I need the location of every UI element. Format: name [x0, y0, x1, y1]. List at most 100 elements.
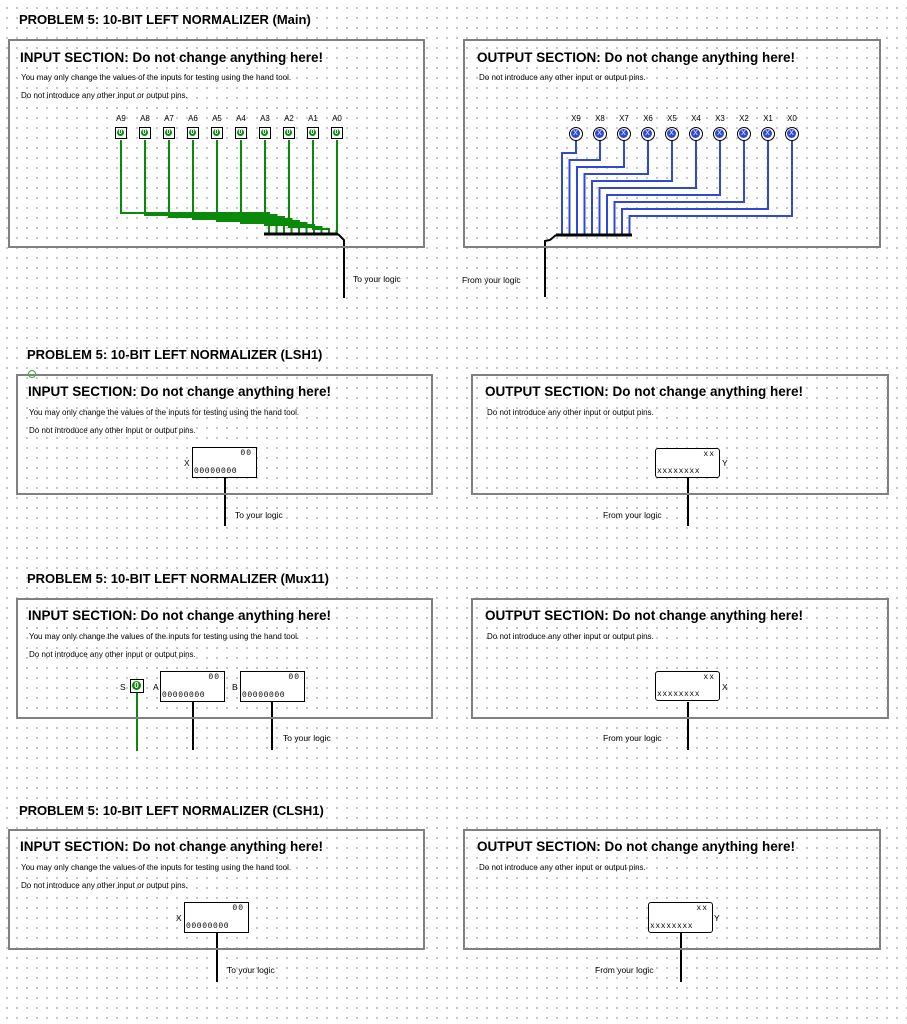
main-input-pin-a9[interactable]: 0 — [115, 127, 127, 139]
lsh1-x-top-bits: 00 — [240, 449, 252, 458]
main-output-pin-value: X — [667, 129, 676, 138]
main-input-pin-label: A9 — [116, 114, 126, 123]
main-output-title: OUTPUT SECTION: Do not change anything h… — [477, 50, 796, 65]
mux11-b-input-pin[interactable]: 00 00000000 — [240, 671, 305, 702]
main-output-pin-x7: X — [617, 127, 631, 141]
main-input-wire — [335, 140, 338, 233]
main-output-pin-value: X — [571, 129, 580, 138]
main-input-pin-value: 0 — [213, 129, 220, 136]
mux11-b-bottom-bits: 00000000 — [242, 691, 286, 700]
main-input-pin-value: 0 — [261, 129, 268, 136]
main-output-pin-value: X — [619, 129, 628, 138]
main-input-panel: INPUT SECTION: Do not change anything he… — [8, 39, 425, 248]
lsh1-y-output-pin: xx xxxxxxxx — [655, 448, 720, 478]
main-output-pin-value: X — [715, 129, 724, 138]
clsh1-y-top-bits: xx — [696, 904, 708, 913]
mux11-input-title: INPUT SECTION: Do not change anything he… — [28, 608, 332, 623]
main-output-pin-x0: X — [785, 127, 799, 141]
main-input-pin-a8[interactable]: 0 — [139, 127, 151, 139]
mux11-a-label: A — [153, 682, 159, 692]
mux11-x-bottom-bits: xxxxxxxx — [657, 690, 701, 699]
main-heading: PROBLEM 5: 10-BIT LEFT NORMALIZER (Main) — [19, 12, 311, 27]
main-input-pin-value: 0 — [333, 129, 340, 136]
main-input-pin-value: 0 — [165, 129, 172, 136]
main-input-pin-label: A1 — [308, 114, 318, 123]
mux11-output-panel: OUTPUT SECTION: Do not change anything h… — [471, 598, 889, 719]
main-output-wire — [576, 141, 625, 234]
main-output-pin-label: X9 — [571, 114, 581, 123]
clsh1-to-logic-label: To your logic — [227, 965, 275, 975]
mux11-x-top-bits: xx — [703, 673, 715, 682]
mux11-x-output-pin: xx xxxxxxxx — [655, 671, 720, 701]
main-output-pin-label: X0 — [787, 114, 797, 123]
clsh1-input-title: INPUT SECTION: Do not change anything he… — [20, 839, 324, 854]
main-input-title: INPUT SECTION: Do not change anything he… — [20, 50, 324, 65]
main-input-pin-a7[interactable]: 0 — [163, 127, 175, 139]
lsh1-to-logic-label: To your logic — [235, 510, 283, 520]
clsh1-y-output-pin: xx xxxxxxxx — [648, 902, 713, 933]
mux11-x-label: X — [722, 682, 728, 692]
main-output-wire — [583, 141, 649, 234]
main-output-pin-x1: X — [761, 127, 775, 141]
main-input-pin-a1[interactable]: 0 — [307, 127, 319, 139]
main-output-pin-value: X — [787, 129, 796, 138]
main-to-logic-label: To your logic — [353, 274, 401, 284]
main-output-pin-x9: X — [569, 127, 583, 141]
main-input-pin-label: A8 — [140, 114, 150, 123]
main-input-pin-a5[interactable]: 0 — [211, 127, 223, 139]
main-output-wires — [561, 141, 793, 234]
main-input-note-1: You may only change the values of the in… — [21, 73, 292, 82]
main-input-pin-label: A2 — [284, 114, 294, 123]
main-output-wire — [628, 141, 793, 234]
lsh1-input-note-1: You may only change the values of the in… — [29, 408, 300, 417]
lsh1-x-label: X — [184, 458, 190, 468]
clsh1-input-note-2: Do not introduce any other input or outp… — [21, 881, 188, 890]
clsh1-output-title: OUTPUT SECTION: Do not change anything h… — [477, 839, 796, 854]
main-output-wire — [591, 141, 673, 234]
mux11-input-note-1: You may only change the values of the in… — [29, 632, 300, 641]
main-output-pin-value: X — [739, 129, 748, 138]
clsh1-x-bottom-bits: 00000000 — [186, 922, 230, 931]
main-input-pin-a0[interactable]: 0 — [331, 127, 343, 139]
mux11-output-note-1: Do not introduce any other input or outp… — [487, 632, 654, 641]
lsh1-x-input-pin[interactable]: 00 00000000 — [192, 447, 257, 478]
lsh1-input-note-2: Do not introduce any other input or outp… — [29, 426, 196, 435]
main-input-pin-value: 0 — [189, 129, 196, 136]
lsh1-y-label: Y — [722, 458, 728, 468]
main-output-pin-label: X2 — [739, 114, 749, 123]
lsh1-heading: PROBLEM 5: 10-BIT LEFT NORMALIZER (LSH1) — [27, 347, 323, 362]
main-input-pin-value: 0 — [141, 129, 148, 136]
mux11-s-input-pin[interactable]: 0 — [130, 679, 144, 693]
main-input-wires — [120, 140, 338, 233]
clsh1-from-logic-label: From your logic — [595, 965, 654, 975]
mux11-a-input-pin[interactable]: 00 00000000 — [160, 671, 225, 702]
lsh1-output-title: OUTPUT SECTION: Do not change anything h… — [485, 384, 804, 399]
main-input-pin-a6[interactable]: 0 — [187, 127, 199, 139]
main-input-pin-label: A3 — [260, 114, 270, 123]
clsh1-y-bottom-bits: xxxxxxxx — [650, 922, 694, 931]
clsh1-x-input-pin[interactable]: 00 00000000 — [184, 902, 249, 933]
main-input-pin-value: 0 — [285, 129, 292, 136]
main-output-pin-value: X — [691, 129, 700, 138]
main-from-logic-label: From your logic — [462, 275, 521, 285]
mux11-a-top-bits: 00 — [208, 673, 220, 682]
clsh1-x-label: X — [176, 913, 182, 923]
main-input-pin-label: A7 — [164, 114, 174, 123]
clsh1-x-top-bits: 00 — [232, 904, 244, 913]
main-output-pin-value: X — [643, 129, 652, 138]
main-input-pin-a2[interactable]: 0 — [283, 127, 295, 139]
main-output-bus-wire — [544, 234, 557, 297]
lsh1-from-logic-label: From your logic — [603, 510, 662, 520]
main-output-wire — [613, 141, 745, 234]
main-output-pin-value: X — [763, 129, 772, 138]
mux11-input-note-2: Do not introduce any other input or outp… — [29, 650, 196, 659]
main-input-pin-value: 0 — [309, 129, 316, 136]
main-input-pin-a3[interactable]: 0 — [259, 127, 271, 139]
clsh1-input-panel: INPUT SECTION: Do not change anything he… — [8, 829, 425, 950]
clsh1-output-panel: OUTPUT SECTION: Do not change anything h… — [463, 829, 881, 950]
mux11-b-label: B — [232, 682, 238, 692]
main-input-pin-label: A0 — [332, 114, 342, 123]
main-input-pin-label: A5 — [212, 114, 222, 123]
main-input-pin-a4[interactable]: 0 — [235, 127, 247, 139]
clsh1-output-note-1: Do not introduce any other input or outp… — [479, 863, 646, 872]
